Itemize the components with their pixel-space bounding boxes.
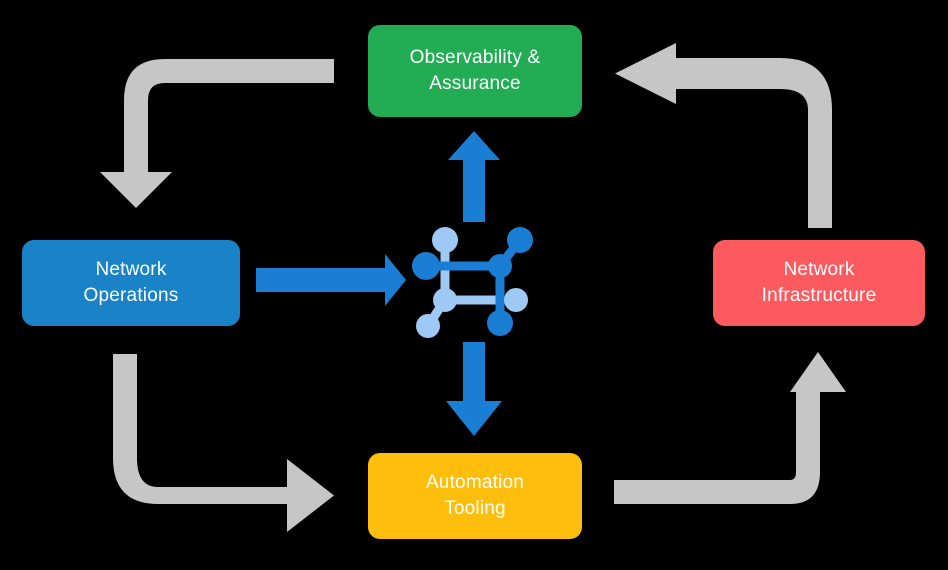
- gray-arrow-netops-to-automation: [113, 354, 334, 532]
- blue-arrow-netops-to-center: [256, 254, 406, 306]
- blue-arrow-center-to-observability: [448, 131, 500, 222]
- gray-arrow-netinfra-to-observability: [615, 43, 832, 228]
- node-network-operations[interactable]: Network Operations: [22, 240, 240, 326]
- node-network-infrastructure[interactable]: Network Infrastructure: [713, 240, 925, 326]
- node-observability-label: Observability & Assurance: [409, 47, 541, 94]
- node-network-infrastructure-label: Network Infrastructure: [761, 259, 877, 306]
- gray-arrow-automation-to-netinfra: [614, 352, 846, 504]
- node-automation-tooling[interactable]: Automation Tooling: [368, 453, 582, 539]
- network-topology-icon: [412, 227, 533, 338]
- node-observability-assurance[interactable]: Observability & Assurance: [368, 25, 582, 117]
- node-automation-tooling-label: Automation Tooling: [425, 472, 525, 519]
- gray-arrow-observability-to-netops: [100, 59, 334, 208]
- node-network-operations-label: Network Operations: [83, 259, 179, 306]
- blue-arrow-center-to-automation: [446, 342, 502, 436]
